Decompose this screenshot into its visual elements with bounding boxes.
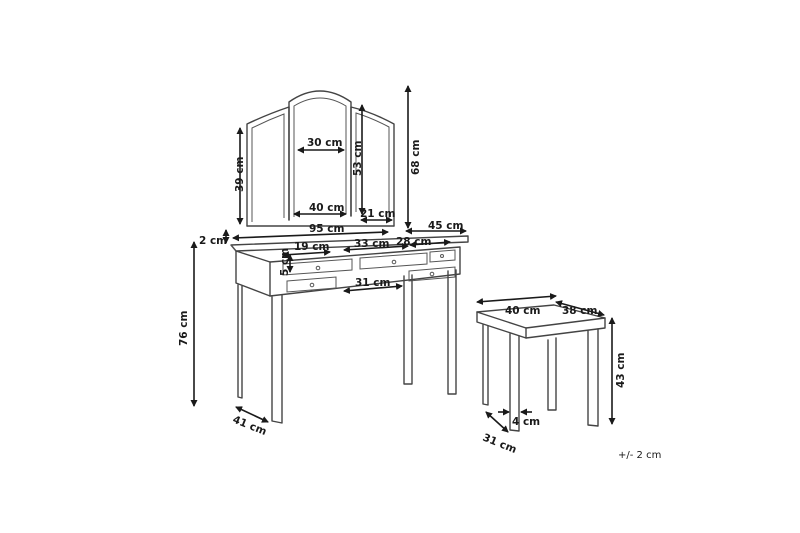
- top-thickness-label: 2 cm: [199, 235, 227, 247]
- stool-bottom-depth-label: 31 cm: [481, 432, 518, 456]
- stool-width-label: 40 cm: [505, 305, 540, 317]
- desk-height-label: 76 cm: [178, 311, 190, 346]
- mirror-center-width-label: 30 cm: [307, 137, 342, 149]
- mirror-wing-width-label: 21 cm: [360, 208, 395, 220]
- drawer-right-width-label: 28 cm: [396, 236, 431, 248]
- tri-fold-mirror: [246, 90, 395, 227]
- stool: [476, 304, 606, 432]
- dimension-lines: [190, 85, 616, 433]
- desk-depth-label: 45 cm: [428, 220, 463, 232]
- mirror-base-width-label: 40 cm: [309, 202, 344, 214]
- tolerance-note: +/- 2 cm: [618, 450, 661, 461]
- desk-side-depth-label: 41 cm: [231, 414, 268, 438]
- stool-depth-label: 38 cm: [562, 305, 597, 317]
- mirror-center-height-label: 53 cm: [352, 141, 364, 176]
- knee-space-width-label: 31 cm: [355, 277, 390, 289]
- drawer-small-width-label: 19 cm: [294, 241, 329, 253]
- stool-leg-label: 4 cm: [512, 416, 540, 428]
- desk-width-label: 95 cm: [309, 223, 344, 235]
- drawer-center-width-label: 33 cm: [354, 238, 389, 250]
- stool-height-label: 43 cm: [615, 353, 627, 388]
- mirror-total-height-label: 68 cm: [410, 140, 422, 175]
- mirror-side-height-label: 39 cm: [234, 157, 246, 192]
- drawer-height-label: 5 cm: [279, 248, 291, 276]
- desk: [230, 235, 469, 424]
